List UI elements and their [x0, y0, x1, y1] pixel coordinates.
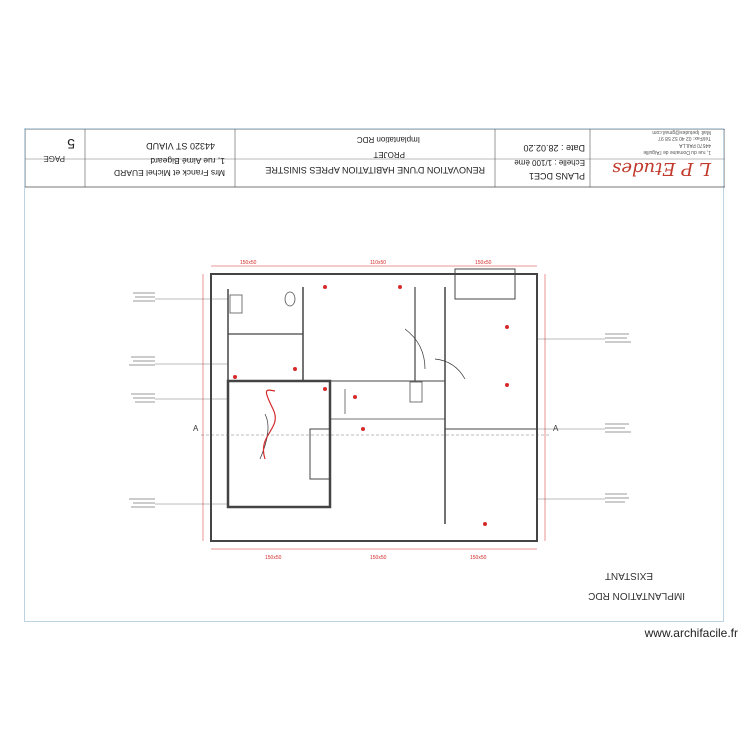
building-walls — [210, 268, 538, 542]
page-number: 5 — [67, 136, 75, 152]
door-arcs — [259, 328, 466, 460]
company-address-line: 44570 PAILLA — [678, 142, 711, 148]
section-mark-right: A — [553, 424, 559, 433]
watermark: www.archifacile.fr — [644, 626, 738, 640]
section-mark-left: A — [193, 424, 199, 433]
client-address: 1, rue Aimé Bigeard — [150, 156, 225, 166]
client-city: 44320 ST VIAUD — [146, 141, 215, 151]
title-block: PAGE 5 Mrs Franck et Michel EUARD 1, rue… — [25, 129, 725, 188]
client-name: Mrs Franck et Michel EUARD — [114, 168, 225, 178]
company-address-line: Tél/Fax: 02 40 52 58 97 — [658, 135, 711, 141]
fixtures — [229, 291, 423, 414]
dimension-label: 110x50 — [370, 260, 386, 266]
floor-plan-drawing: PAGE 5 Mrs Franck et Michel EUARD 1, rue… — [25, 129, 725, 601]
company-logo: L P Etudes — [612, 158, 712, 179]
red-markers — [233, 285, 509, 526]
page-label: PAGE — [43, 154, 65, 163]
dimension-label: 150x50 — [265, 555, 282, 561]
company-address-line: Mail: lpetudes@gmail.com — [652, 129, 711, 135]
dimension-labels: 150x50 110x50 150x50 150x50 150x50 150x5… — [240, 260, 492, 561]
date-label: Date : 28.02.20 — [523, 143, 585, 153]
annotation-leaders — [155, 298, 605, 505]
existing-label: EXISTANT — [605, 570, 653, 581]
dimension-label: 150x50 — [370, 555, 387, 561]
project-subtitle: Implantation RDC — [357, 135, 420, 144]
project-status: PROJET — [373, 150, 405, 159]
company-address-line: 1, rue du Domaine de l'Aiguille — [643, 149, 711, 155]
plan-sheet: PAGE 5 Mrs Franck et Michel EUARD 1, rue… — [24, 128, 725, 622]
scale-label: Echelle : 1/100 ème — [514, 158, 585, 167]
plan-ref: PLANS DCE1 — [529, 171, 585, 181]
dimension-label: 150x50 — [475, 260, 492, 266]
dimension-label: 150x50 — [470, 555, 487, 561]
annotation-text-blocks — [129, 292, 631, 508]
dimension-lines — [202, 265, 546, 550]
implantation-label: IMPLANTATION RDC — [588, 590, 685, 601]
dimension-label: 150x50 — [240, 260, 257, 266]
project-title: RENOVATION D'UNE HABITATION APRES SINIST… — [265, 165, 485, 175]
electrical-route — [262, 389, 276, 460]
section-cut: A A — [193, 424, 559, 436]
